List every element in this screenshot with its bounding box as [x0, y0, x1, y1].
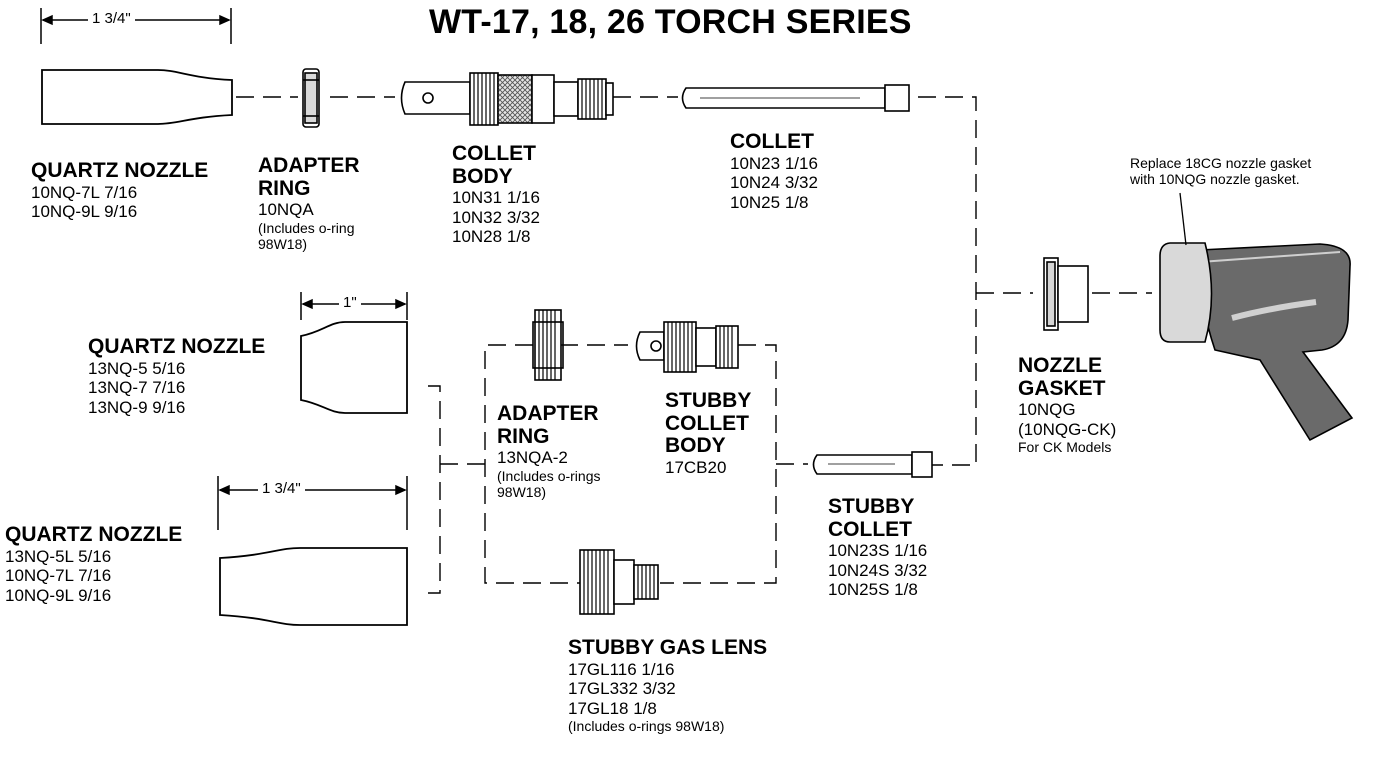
collet-label: COLLET 10N23 1/16 10N24 3/32 10N25 1/8: [730, 130, 818, 212]
part-heading: COLLET: [730, 130, 814, 153]
stubby-gas-lens-shape: [579, 549, 659, 615]
quartz-nozzle-bottom-shape: [219, 547, 408, 626]
part-note: For CK Models: [1018, 439, 1112, 456]
part-number: 10NQA: [258, 200, 314, 220]
part-number: 17CB20: [665, 458, 727, 478]
part-number: 17GL332 3/32: [568, 679, 676, 699]
torch-head: [1159, 192, 1354, 442]
part-note: (Includes o-ring: [258, 219, 355, 236]
part-number: 10NQ-9L 9/16: [31, 202, 138, 222]
page-title: WT-17, 18, 26 TORCH SERIES: [429, 3, 912, 41]
part-heading: QUARTZ NOZZLE: [31, 159, 209, 182]
part-heading: COLLET: [665, 411, 749, 435]
part-number: 10NQ-7L 7/16: [31, 182, 138, 202]
stubby-gas-lens-label: STUBBY GAS LENS 17GL116 1/16 17GL332 3/3…: [568, 636, 768, 735]
part-note: (Includes o-rings 98W18): [568, 718, 725, 735]
part-number: 13NQ-7 7/16: [88, 378, 186, 398]
part-heading: RING: [258, 176, 311, 200]
part-heading: BODY: [452, 164, 513, 188]
part-note: 98W18): [497, 483, 547, 500]
part-heading: QUARTZ NOZZLE: [88, 335, 266, 358]
part-number: 10N32 3/32: [452, 207, 540, 227]
quartz-nozzle-top-label: QUARTZ NOZZLE 10NQ-7L 7/16 10NQ-9L 9/16: [31, 159, 209, 222]
part-note: (Includes o-rings: [497, 467, 601, 484]
part-number: 13NQ-9 9/16: [88, 397, 186, 417]
part-heading: QUARTZ NOZZLE: [5, 523, 183, 546]
collet-body-label: COLLET BODY 10N31 1/16 10N32 3/32 10N28 …: [452, 142, 540, 247]
part-number: 10NQ-9L 9/16: [5, 585, 112, 605]
dimension-label-top: 1 3/4": [88, 10, 135, 28]
part-heading: ADAPTER: [258, 154, 360, 177]
part-number: (10NQG-CK): [1018, 419, 1117, 439]
part-number: 10N28 1/8: [452, 227, 531, 247]
part-heading: ADAPTER: [497, 402, 599, 425]
part-heading: COLLET: [452, 142, 536, 165]
adapter-ring-bottom-shape: [532, 309, 564, 381]
part-number: 13NQ-5 5/16: [88, 358, 186, 378]
quartz-nozzle-middle-shape: [300, 321, 408, 414]
part-number: 10N23 1/16: [730, 153, 818, 173]
part-note: 98W18): [258, 235, 308, 252]
note-line: with 10NQG nozzle gasket.: [1130, 171, 1300, 188]
part-heading: NOZZLE: [1018, 354, 1102, 377]
dimension-label-short: 1": [339, 294, 361, 312]
nozzle-gasket-shape: [1043, 257, 1089, 331]
part-number: 10N23S 1/16: [828, 541, 928, 561]
part-number: 17GL18 1/8: [568, 698, 657, 718]
part-number: 10N24S 3/32: [828, 560, 928, 580]
part-number: 10NQG: [1018, 400, 1076, 420]
stubby-collet-label: STUBBY COLLET 10N23S 1/16 10N24S 3/32 10…: [828, 495, 928, 600]
dimension-marker-top: [40, 8, 232, 44]
dimension-marker-short: [300, 292, 408, 320]
quartz-nozzle-middle-label: QUARTZ NOZZLE 13NQ-5 5/16 13NQ-7 7/16 13…: [88, 335, 266, 417]
part-number: 10N25 1/8: [730, 192, 809, 212]
adapter-ring-top-label: ADAPTER RING 10NQA (Includes o-ring 98W1…: [258, 154, 360, 252]
nozzle-gasket-label: NOZZLE GASKET 10NQG (10NQG-CK) For CK Mo…: [1018, 354, 1117, 456]
collet-shape: [681, 84, 910, 112]
part-heading: BODY: [665, 434, 726, 458]
part-number: 10N24 3/32: [730, 173, 818, 193]
dimension-marker-bottom: [217, 476, 408, 530]
part-number: 10N31 1/16: [452, 188, 540, 208]
part-heading: COLLET: [828, 517, 912, 541]
collet-body-shape: [400, 72, 614, 126]
part-number: 13NQA-2: [497, 448, 568, 468]
quartz-nozzle-bottom-label: QUARTZ NOZZLE 13NQ-5L 5/16 10NQ-7L 7/16 …: [5, 523, 183, 605]
adapter-ring-top-shape: [302, 68, 320, 128]
dimension-label-bottom: 1 3/4": [258, 480, 305, 498]
part-heading: STUBBY: [665, 389, 752, 412]
part-heading: STUBBY: [828, 495, 915, 518]
quartz-nozzle-top-shape: [41, 69, 233, 125]
stubby-collet-body-label: STUBBY COLLET BODY 17CB20: [665, 389, 752, 478]
gasket-replacement-note: Replace 18CG nozzle gasket with 10NQG no…: [1130, 155, 1311, 187]
note-line: Replace 18CG nozzle gasket: [1130, 155, 1312, 171]
part-heading: STUBBY GAS LENS: [568, 636, 768, 659]
connector-lines: [236, 96, 1152, 594]
part-heading: RING: [497, 424, 550, 448]
part-number: 17GL116 1/16: [568, 659, 675, 679]
adapter-ring-bottom-label: ADAPTER RING 13NQA-2 (Includes o-rings 9…: [497, 402, 601, 500]
part-number: 10N25S 1/8: [828, 580, 918, 600]
part-heading: GASKET: [1018, 376, 1106, 400]
stubby-collet-shape: [812, 451, 933, 478]
part-number: 13NQ-5L 5/16: [5, 546, 112, 566]
stubby-collet-body-shape: [635, 321, 739, 373]
part-number: 10NQ-7L 7/16: [5, 566, 112, 586]
